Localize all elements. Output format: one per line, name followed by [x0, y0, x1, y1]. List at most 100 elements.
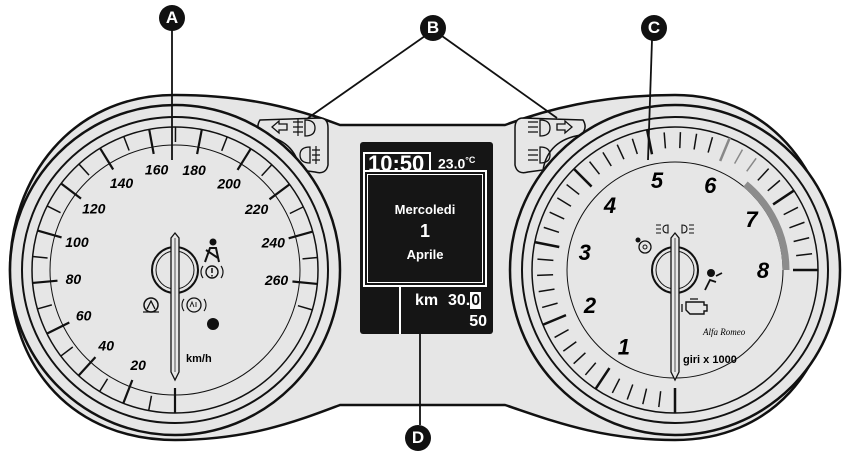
- speed-label: 20: [129, 357, 146, 373]
- stability-control-icon: [143, 297, 159, 313]
- seatbelt-warning-icon: [204, 238, 220, 263]
- speed-label: 220: [244, 201, 269, 217]
- speed-tick: [196, 129, 203, 155]
- warning-dot-icon: [207, 318, 219, 330]
- rpm-tick: [793, 237, 810, 243]
- rpm-tick: [746, 157, 757, 172]
- rpm-tick: [679, 132, 682, 149]
- speed-label: 180: [182, 162, 206, 178]
- rpm-tick: [645, 129, 654, 155]
- weekday: Mercoledi: [394, 202, 456, 217]
- rpm-tick: [602, 151, 612, 167]
- rpm-tick: [693, 133, 698, 150]
- display-divider: [399, 287, 401, 334]
- speed-label: 60: [76, 307, 92, 323]
- rpm-label: 2: [583, 293, 597, 318]
- rpm-tick: [584, 362, 597, 376]
- rpm-tick: [757, 168, 770, 181]
- rpm-label: 7: [745, 207, 759, 232]
- high-beam-icon: [528, 146, 551, 164]
- headlight-warning-icon: [656, 224, 694, 234]
- rpm-label: 8: [757, 258, 770, 283]
- speed-tick: [147, 395, 153, 411]
- rpm-tick: [631, 138, 639, 155]
- abs-warning-icon: [181, 297, 207, 313]
- speed-label: 160: [145, 162, 169, 178]
- rpm-tick: [789, 221, 805, 229]
- front-fog-light-icon: [293, 118, 316, 137]
- rpm-tick: [573, 352, 586, 365]
- brake-warning-icon: [200, 265, 224, 279]
- month: Aprile: [406, 247, 444, 262]
- rpm-tick: [707, 136, 714, 153]
- right-turn-icon: [556, 119, 573, 135]
- day-number: 1: [419, 221, 430, 241]
- odometer: 30.0: [448, 292, 482, 310]
- speed-tick: [268, 183, 291, 201]
- speed-tick: [99, 147, 115, 171]
- speed-tick: [221, 136, 228, 152]
- temperature-value: 23.0: [438, 155, 466, 172]
- rear-fog-light-icon: [299, 146, 320, 164]
- rpm-tick: [542, 314, 567, 326]
- speed-label: 120: [82, 200, 106, 216]
- rpm-tick: [796, 253, 813, 257]
- rpm-tick: [733, 149, 744, 164]
- multifunction-display: 10:50 23.0°C Mercoledi 1 Aprile km 30.0 …: [360, 142, 493, 334]
- low-beam-icon: [528, 119, 551, 137]
- rpm-tick: [767, 179, 781, 192]
- callout-c: C: [641, 15, 667, 41]
- speed-label: 100: [65, 234, 89, 250]
- rpm-tick: [566, 183, 580, 196]
- speed-tick: [32, 279, 58, 285]
- rpm-tick: [537, 274, 554, 277]
- rpm-tick: [658, 391, 662, 408]
- speed-tick: [46, 321, 70, 335]
- clock: 10:50: [363, 152, 431, 175]
- speed-label: 40: [97, 337, 114, 353]
- rpm-tick: [554, 328, 569, 339]
- speed-tick: [236, 148, 252, 171]
- speed-label: 80: [66, 271, 82, 287]
- speed-tick: [302, 256, 318, 260]
- speed-tick: [289, 206, 304, 215]
- rpm-tick: [783, 206, 799, 216]
- left-turn-icon: [271, 119, 288, 135]
- rpm-tick: [663, 132, 667, 149]
- rpm-label: 4: [603, 193, 616, 218]
- parking-brake-icon: [635, 237, 652, 254]
- speed-tick: [123, 136, 130, 151]
- speed-tick: [46, 205, 61, 214]
- speed-tick: [288, 230, 314, 240]
- rpm-tick: [611, 378, 621, 394]
- rpm-label: 1: [618, 334, 630, 359]
- speed-tick: [60, 346, 74, 357]
- rpm-tick: [588, 161, 601, 175]
- callout-a: A: [159, 5, 185, 31]
- airbag-warning-icon: [704, 269, 723, 291]
- check-engine-icon: [681, 298, 708, 315]
- callout-lines: [171, 30, 653, 425]
- speed-label: 200: [216, 175, 241, 191]
- speed-tick: [78, 163, 90, 176]
- rpm-tick: [642, 388, 648, 405]
- callout-d: D: [405, 425, 431, 451]
- speed-tick: [60, 182, 82, 200]
- rpm-unit: giri x 1000: [683, 354, 737, 366]
- rpm-tick: [772, 189, 795, 206]
- rpm-label: 3: [579, 240, 591, 265]
- rpm-label: 5: [651, 168, 664, 193]
- speed-tick: [37, 304, 53, 310]
- speed-label: 260: [264, 272, 289, 288]
- rpm-tick: [626, 384, 634, 400]
- outside-temperature: 23.0°C: [438, 155, 475, 172]
- speed-tick: [292, 280, 318, 286]
- speed-tick: [297, 304, 313, 311]
- rpm-tick: [556, 197, 572, 207]
- trip-value: 50: [469, 313, 487, 330]
- rpm-tick: [616, 144, 625, 160]
- speed-label: 140: [110, 175, 134, 191]
- rpm-tick: [537, 258, 554, 262]
